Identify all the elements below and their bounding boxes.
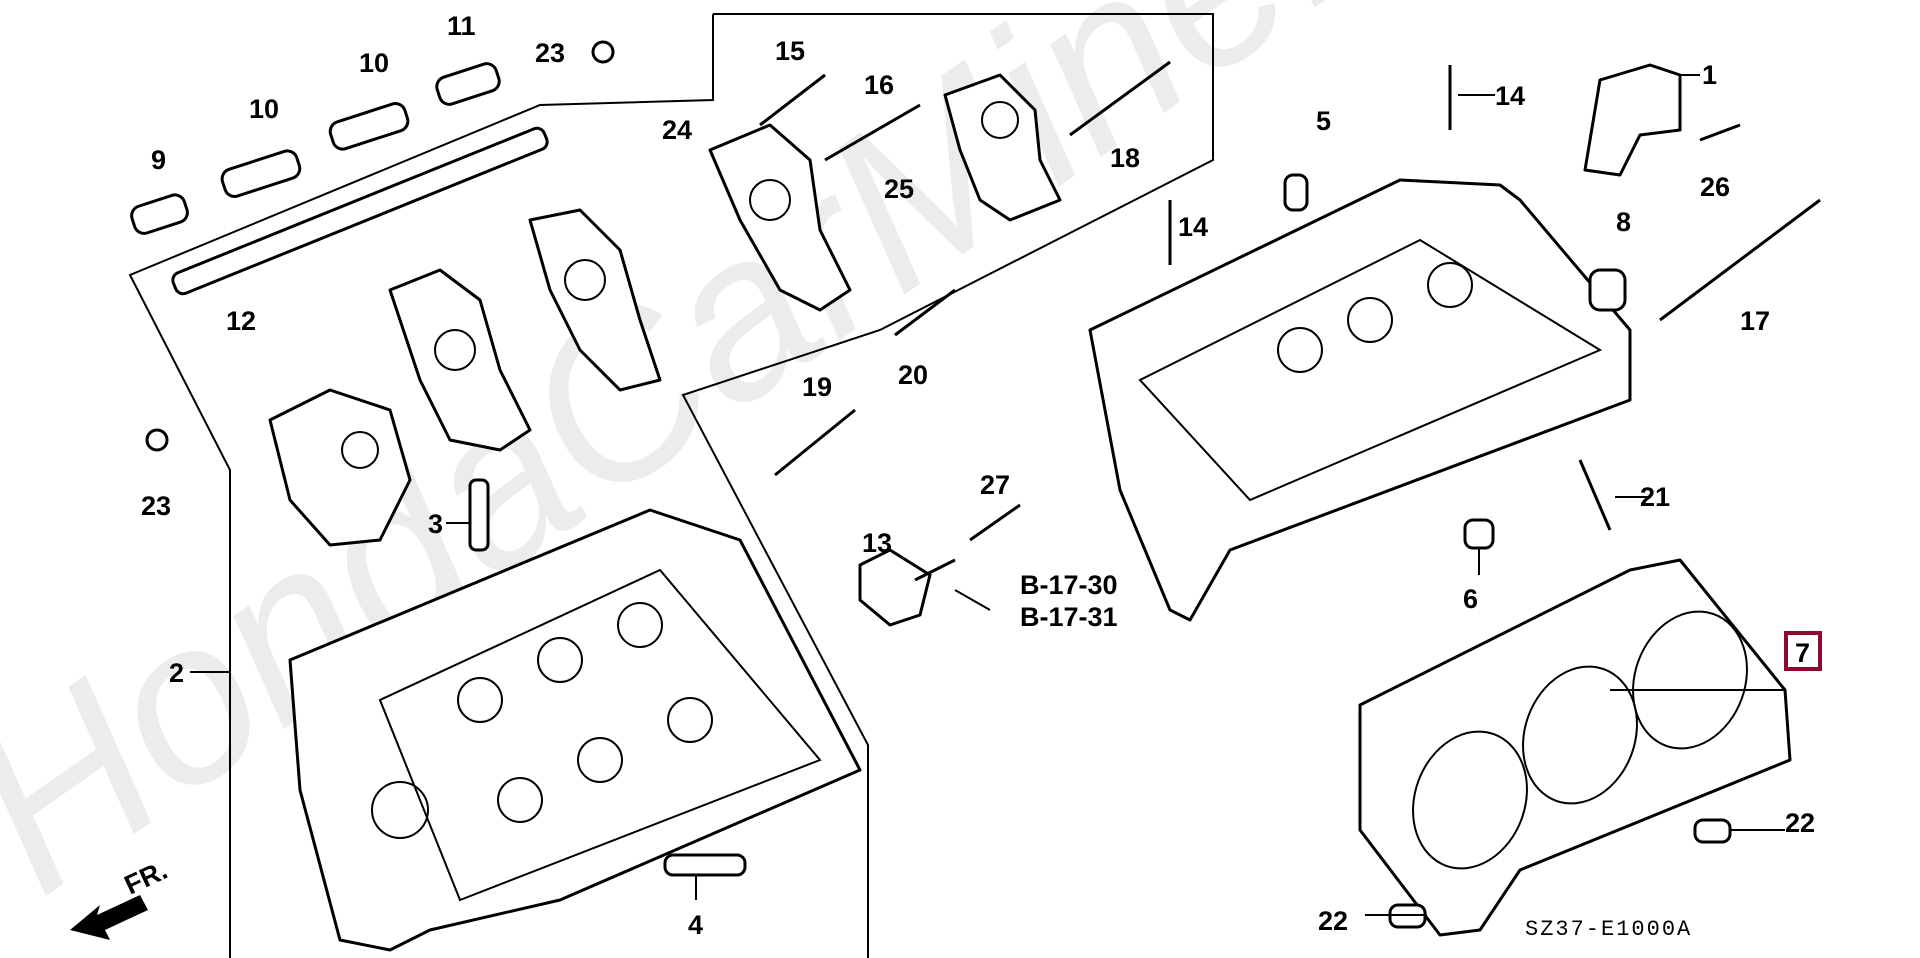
callout-10[interactable]: 10 [359, 48, 389, 78]
callout-9[interactable]: 9 [151, 145, 166, 175]
group-outline-right [681, 13, 1214, 958]
callout-1[interactable]: 1 [1702, 60, 1717, 90]
callout-24[interactable]: 24 [662, 115, 692, 145]
callout-7[interactable]: 7 [1795, 638, 1810, 668]
callout-4[interactable]: 4 [688, 910, 703, 940]
bracket [1583, 63, 1682, 177]
callout-17[interactable]: 17 [1740, 306, 1770, 336]
callout-26[interactable]: 26 [1700, 172, 1730, 202]
seal [1283, 173, 1309, 212]
reference-link[interactable]: B-17-30 [1020, 570, 1118, 600]
callout-13[interactable]: 13 [862, 528, 892, 558]
plug [1588, 268, 1627, 312]
reference-link[interactable]: B-17-31 [1020, 602, 1118, 632]
callout-18[interactable]: 18 [1110, 143, 1140, 173]
bolts [759, 60, 1821, 542]
callout-22[interactable]: 22 [1785, 808, 1815, 838]
callout-10[interactable]: 10 [249, 94, 279, 124]
leader-lines [190, 74, 1785, 916]
callout-11[interactable]: 11 [447, 11, 476, 41]
seal [1463, 518, 1495, 550]
front-arrow-icon [70, 895, 148, 940]
rocker-arms [268, 73, 1062, 547]
valve-guide [663, 853, 747, 877]
head-gasket [1358, 558, 1792, 937]
callout-19[interactable]: 19 [802, 372, 832, 402]
callout-21[interactable]: 21 [1640, 482, 1670, 512]
callout-12[interactable]: 12 [226, 306, 256, 336]
clip [145, 428, 169, 452]
callout-25[interactable]: 25 [884, 174, 914, 204]
callout-2[interactable]: 2 [169, 658, 184, 688]
callout-14[interactable]: 14 [1495, 81, 1525, 111]
dowel-pin [1693, 818, 1732, 844]
callout-23[interactable]: 23 [535, 38, 565, 68]
callout-14[interactable]: 14 [1178, 212, 1208, 242]
callout-22[interactable]: 22 [1318, 906, 1348, 936]
callout-3[interactable]: 3 [428, 509, 443, 539]
cylinder-head-front [288, 508, 862, 952]
valve-guide [468, 478, 490, 552]
callout-6[interactable]: 6 [1463, 584, 1478, 614]
rocker-pins [130, 62, 501, 235]
callout-23[interactable]: 23 [141, 491, 171, 521]
group-outline-left [128, 14, 714, 958]
callout-15[interactable]: 15 [775, 36, 805, 66]
highlight-box [1784, 631, 1822, 671]
callout-27[interactable]: 27 [980, 470, 1010, 500]
callout-5[interactable]: 5 [1316, 106, 1331, 136]
callout-16[interactable]: 16 [864, 70, 894, 100]
diagram-code: SZ37-E1000A [1525, 917, 1692, 942]
cylinder-head-rear [1088, 178, 1632, 622]
callout-8[interactable]: 8 [1616, 207, 1631, 237]
clip [591, 40, 615, 64]
callout-20[interactable]: 20 [898, 360, 928, 390]
callouts: 1 26 14 5 14 8 17 21 6 7 22 22 11 10 10 … [141, 11, 1822, 940]
water-outlet [858, 548, 932, 627]
rocker-shaft [171, 126, 549, 296]
